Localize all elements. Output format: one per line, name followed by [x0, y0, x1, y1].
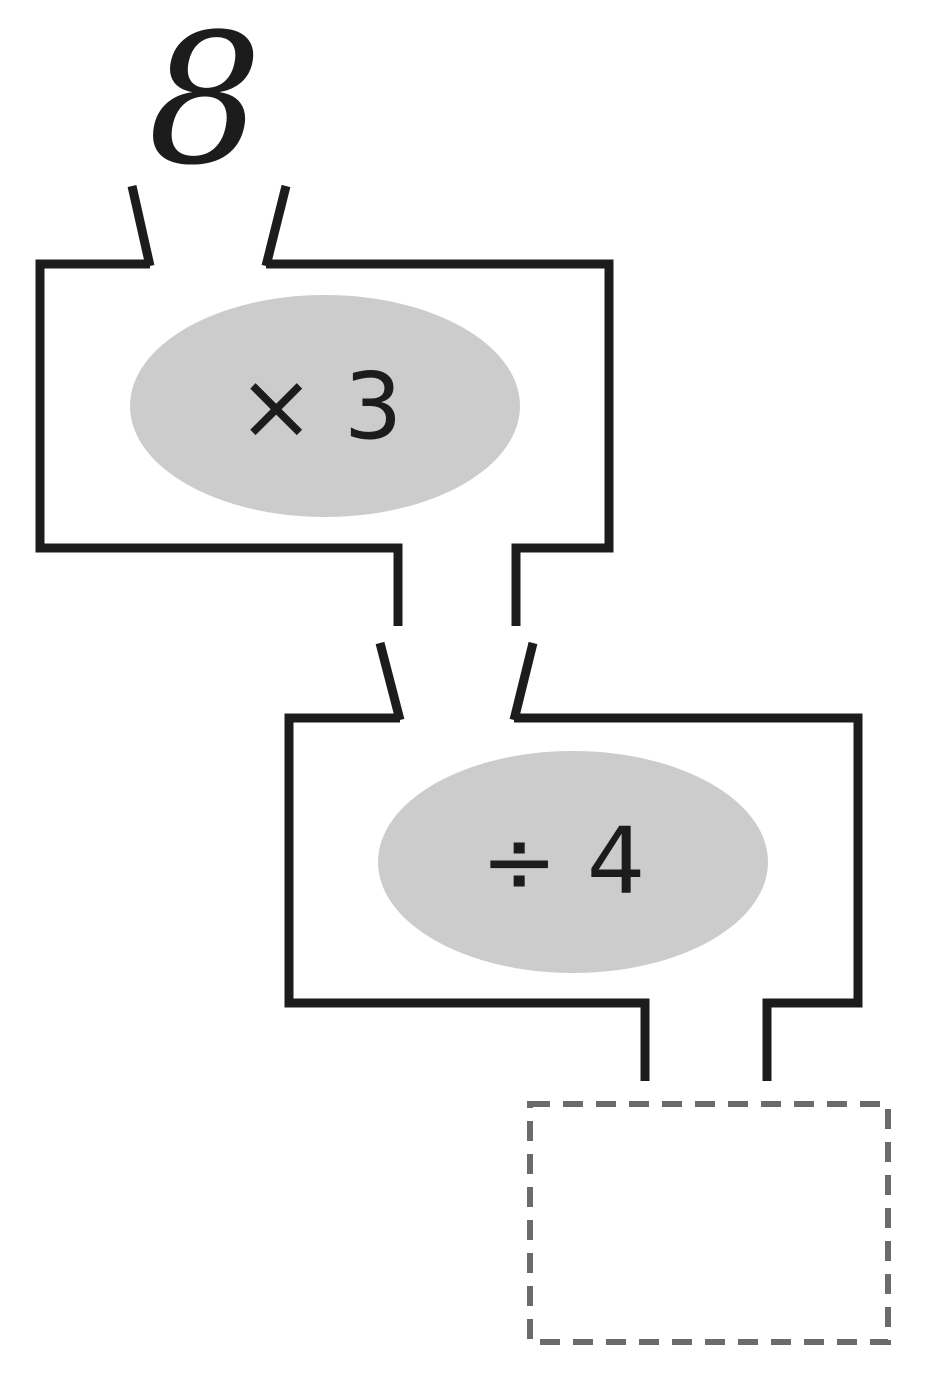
output-answer-box[interactable]: [527, 1101, 891, 1345]
machine-1-frame: [35, 259, 614, 626]
machine-1: × 3: [35, 259, 614, 626]
input-chute: [127, 184, 291, 268]
input-number: 8: [148, 0, 263, 205]
connector-chute: [375, 641, 538, 722]
machine-2-operation-oval: [378, 751, 768, 973]
machine-1-operation-label: × 3: [238, 353, 403, 460]
machine-2: ÷ 4: [284, 713, 863, 1081]
machine-1-operation-oval: [130, 295, 520, 517]
machine-2-operation-label: ÷ 4: [481, 808, 646, 915]
machine-2-frame: [284, 713, 863, 1081]
